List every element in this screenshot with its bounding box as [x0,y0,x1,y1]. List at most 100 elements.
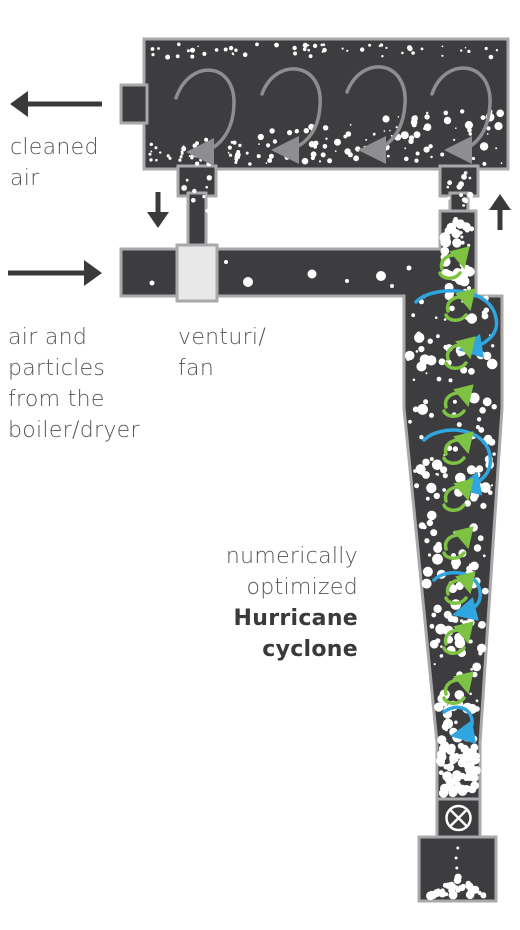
particle [460,235,464,239]
particle [413,131,421,139]
particle [334,150,337,153]
particle [411,313,416,318]
particle [463,171,468,175]
particle [400,131,409,140]
particle [444,227,452,235]
arrow-right-icon [8,260,102,286]
particle [443,764,449,770]
inner-vortex-arrow [443,478,474,503]
particle [478,427,485,433]
arrow-down-icon [147,192,169,228]
particle [464,155,470,161]
particle [497,123,500,127]
particle [201,153,204,156]
particle [204,137,209,142]
particle [479,407,486,414]
venturi-fan [175,243,219,303]
recirculation-chamber [142,37,510,171]
particle [190,47,195,53]
particle [442,488,447,492]
particle [468,352,472,356]
particle [426,482,437,494]
particle [181,151,184,154]
inner-vortex-arrow [442,696,466,705]
particle [243,277,253,287]
particle [406,265,412,271]
particle [461,143,465,147]
particle [486,126,491,131]
inner-vortex-arrow [444,361,468,370]
particle [462,278,470,286]
particle [452,446,459,452]
particle [414,483,420,489]
particle [207,154,211,159]
particle [464,227,470,233]
particle [265,162,268,165]
particle [427,510,437,521]
particle [460,240,465,245]
particle [414,332,425,343]
inner-vortex-arrow [442,551,466,560]
particle [449,757,457,765]
particle [460,619,464,623]
particle [389,129,391,132]
particle [480,115,486,120]
particle [483,351,492,361]
particle [181,185,188,191]
particle [149,158,153,162]
particle [458,490,463,495]
particle [447,180,452,186]
arrow-up-icon [489,194,511,230]
particle [228,153,233,157]
particle [404,147,407,150]
particle [234,158,237,161]
particle [408,419,412,424]
particle [433,604,442,613]
particle [440,246,450,256]
particle [467,49,471,54]
particle [464,121,473,130]
particle [469,561,479,571]
particle [447,881,456,891]
particle [479,142,489,151]
inner-vortex-arrow [438,271,462,280]
particle [202,195,206,199]
particle [486,358,498,370]
particle [442,473,448,479]
particle [475,425,480,430]
particle [482,161,487,166]
arrow-left-icon [10,91,102,117]
particle [486,133,489,135]
particle [303,128,309,134]
particle [313,140,319,146]
particle [500,162,503,165]
particle [440,152,445,157]
inner-vortex-arrow [442,503,466,512]
particle [372,132,376,136]
particle [191,198,196,203]
particle [418,346,425,353]
particle [395,126,398,129]
particle [480,482,491,493]
particle [426,519,434,527]
particle [425,496,430,501]
particle [449,727,458,737]
particle [474,706,480,712]
particle [475,467,481,473]
particle [459,772,466,780]
particle [470,743,479,752]
particle [180,154,183,157]
particle [179,158,182,161]
particle [227,151,230,154]
particle [427,338,433,344]
outer-vortex-arrow-2 [422,428,493,496]
particle [205,185,208,189]
particle [461,300,464,303]
particle [429,412,434,418]
particle [456,581,465,589]
particle [423,399,429,405]
particle [390,284,394,288]
particle [453,216,459,222]
particle [211,161,214,164]
particle [178,43,181,47]
